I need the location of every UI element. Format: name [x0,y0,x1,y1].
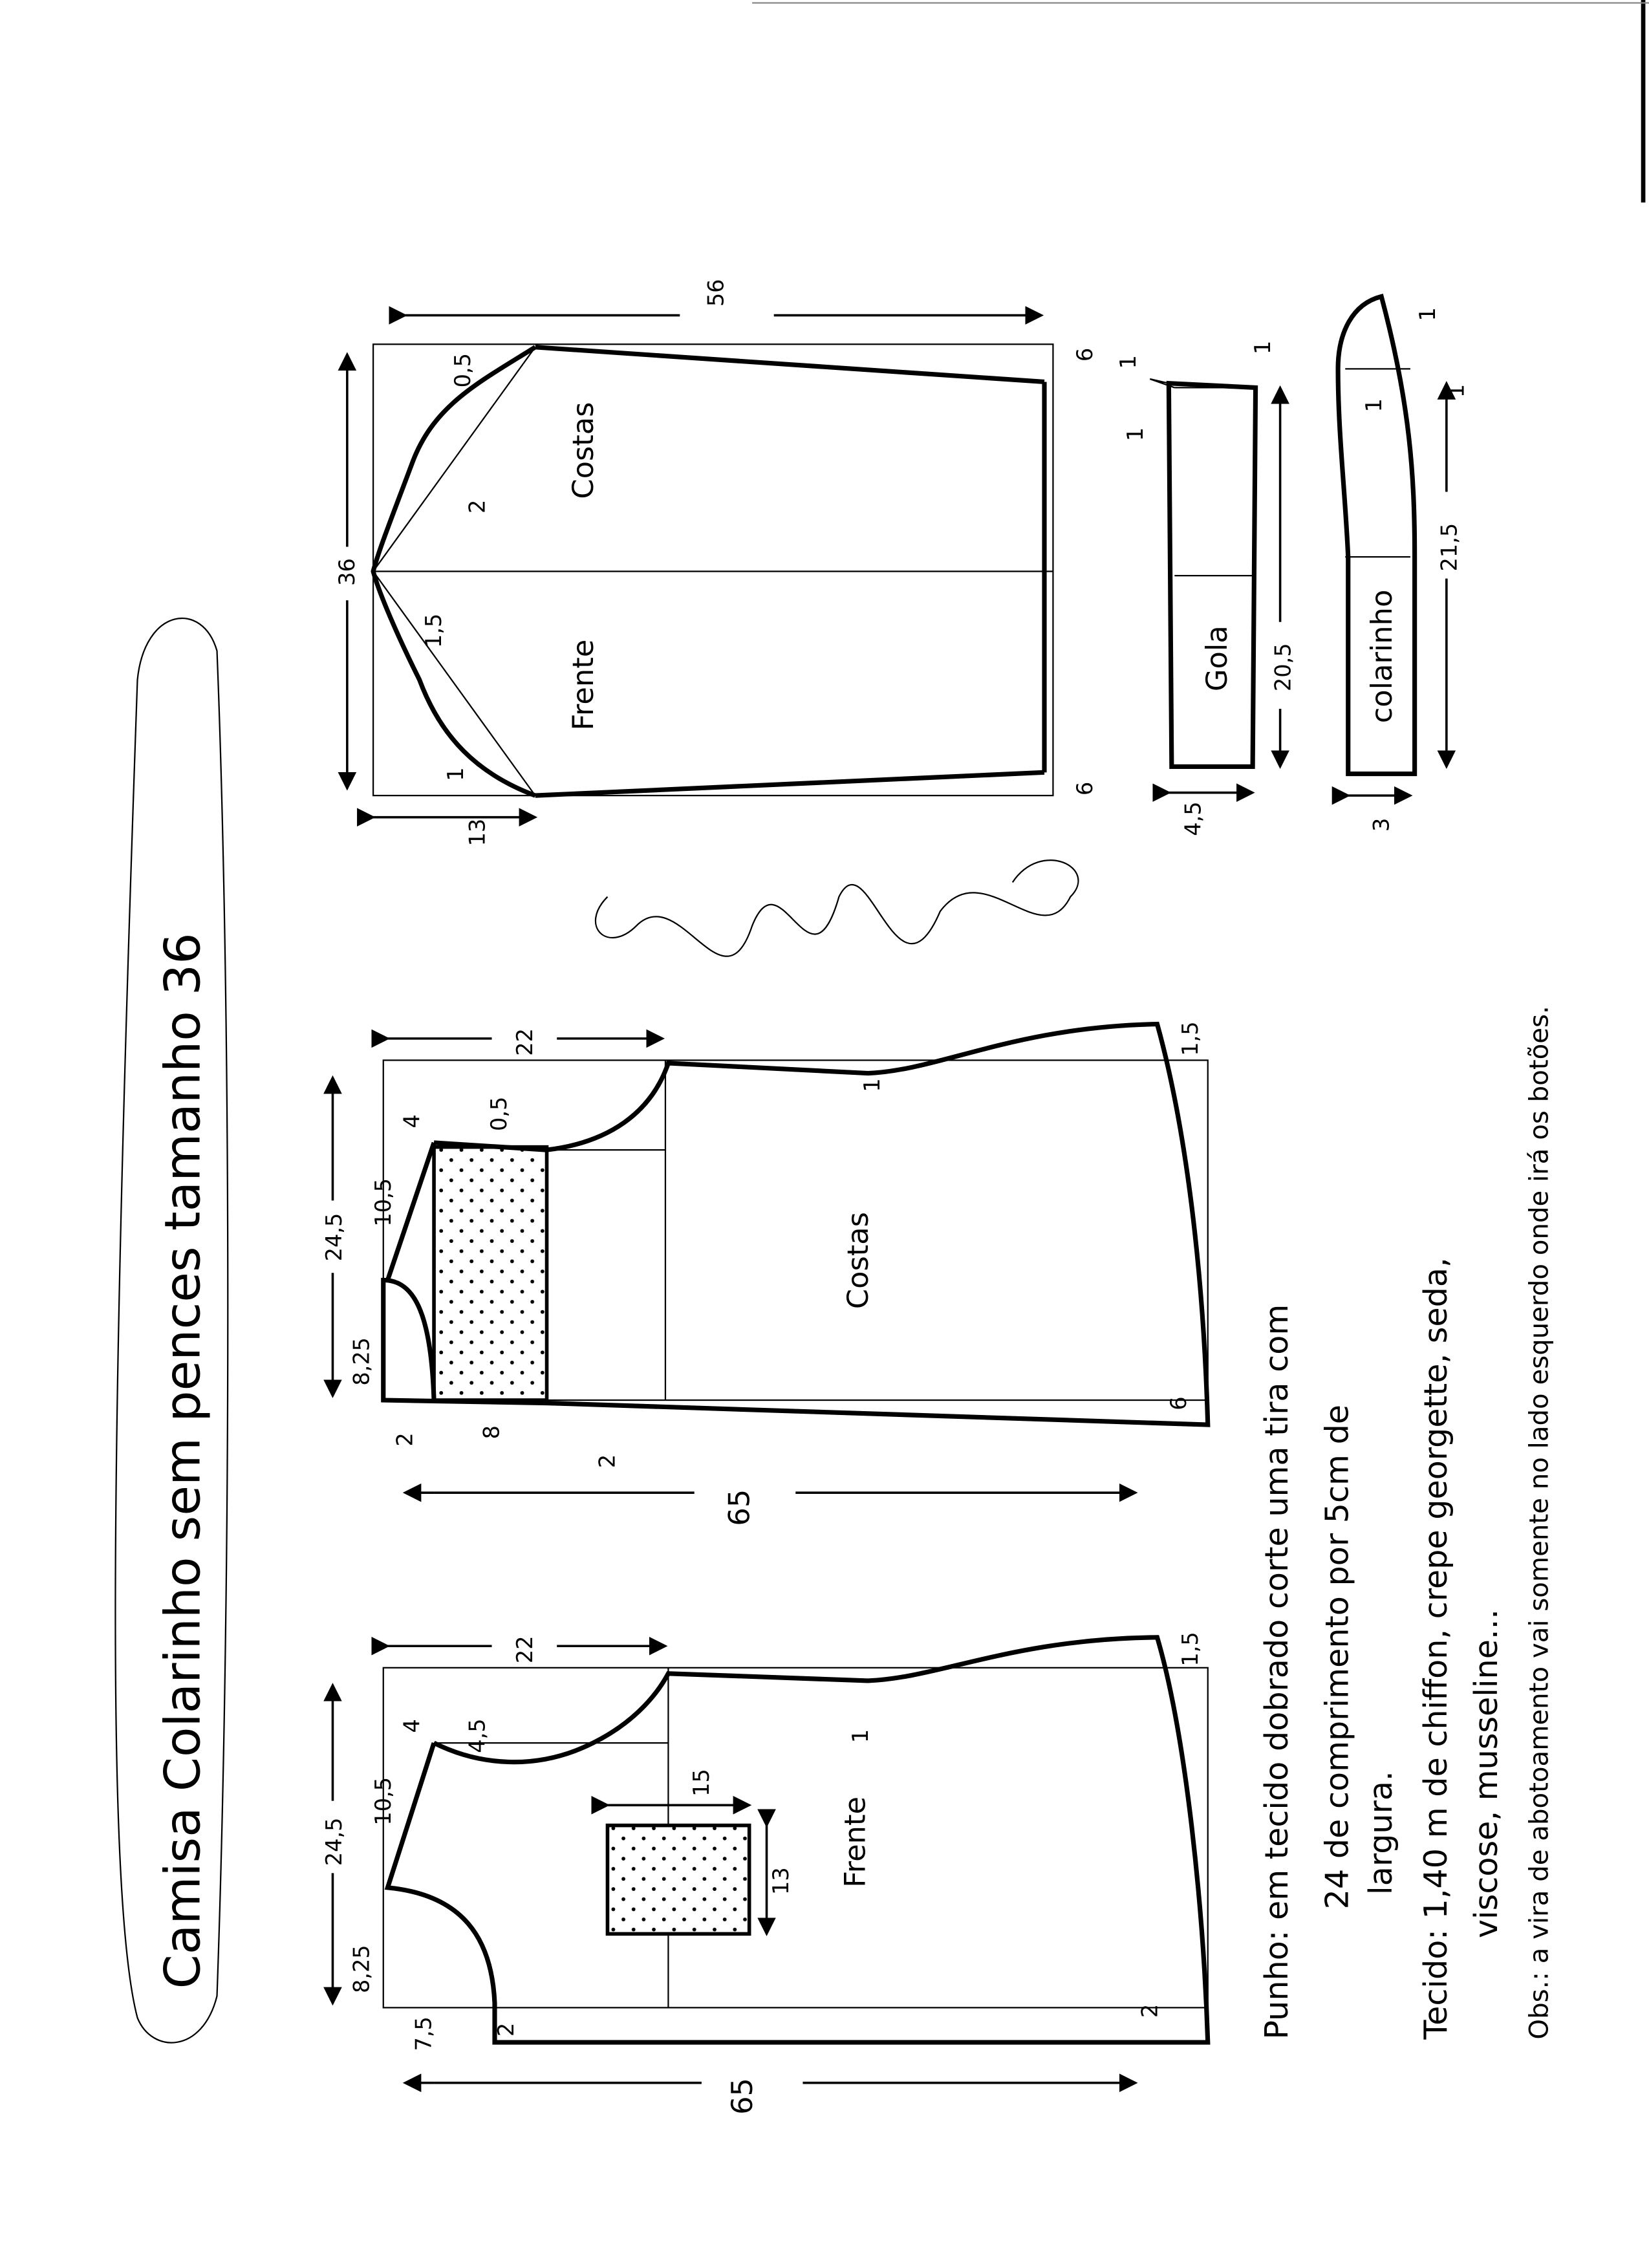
sleeve-dim-6-bottom: 6 [1072,782,1097,795]
front-dim-825: 8,25 [349,1945,374,1993]
notes-block: Punho: em tecido dobrado corte uma tira … [1258,1006,1555,2040]
back-label: Costas [841,1212,875,1309]
collar-length-dim: 21,5 [1436,523,1461,572]
sleeve-width-dim: 56 [703,279,728,307]
front-dim-2a: 2 [493,2023,519,2036]
pocket-width-dim: 15 [689,1769,714,1797]
collar-stand-height-dim: 4,5 [1181,801,1206,836]
sleeve-dim-6-top: 6 [1072,348,1097,362]
title-banner: Camisa Colarinho sem pences tamanho 36 [114,617,229,2044]
sleeve-cap-height-dim: 36 [334,558,360,586]
collar-stand-piece: Gola 20,5 4,5 1 1 1 [1116,341,1295,836]
front-shoulder-dim: 22 [512,1636,537,1663]
front-dim-1: 1 [848,1729,873,1743]
front-label: Frente [838,1797,872,1888]
front-dim-4: 4 [400,1719,425,1733]
note-punho-line2: 24 de comprimento por 5cm de [1319,1405,1356,1909]
back-length-dim: 65 [722,1489,757,1526]
collar-dim-a: 1 [1415,307,1440,321]
back-dim-4: 4 [400,1114,425,1128]
note-tecido-line1: Tecido: 1,40 m de chiffon, crepe georget… [1417,1257,1454,2040]
front-dim-45: 4,5 [464,1718,490,1753]
collar-dim-c: 1 [1444,384,1469,398]
note-punho-line1: Punho: em tecido dobrado corte uma tira … [1258,1304,1295,2040]
sleeve-front-label: Frente [566,640,600,731]
collar-piece: colarinho 21,5 3 1 1 1 [1331,294,1469,832]
back-piece: Costas 22 24,5 4 0,5 10,5 8,25 2 8 2 1 1… [321,1021,1211,1526]
back-dim-1: 1 [859,1078,885,1092]
back-dim-6: 6 [1166,1396,1191,1410]
back-dim-825: 8,25 [349,1337,374,1386]
back-dim-8: 8 [479,1425,504,1439]
front-dim-75: 7,5 [411,2016,436,2051]
pocket [605,1823,751,1936]
sleeve-dim-15: 1,5 [421,614,446,648]
collar-stand-dim-c: 1 [1250,341,1275,354]
note-tecido-line2: viscose, musseline... [1467,1609,1505,1938]
back-dim-2a: 2 [392,1432,417,1446]
back-dim-15: 1,5 [1178,1021,1203,1055]
front-dim-105: 10,5 [371,1777,396,1826]
sleeve-piece: 56 36 13 6 6 0,5 2 1,5 1 Costas Frente [334,279,1097,846]
back-dim-05: 0,5 [486,1097,512,1131]
collar-dim-b: 1 [1361,398,1386,412]
note-punho-line3: largura. [1362,1771,1399,1895]
collar-height-dim: 3 [1368,818,1394,832]
front-dim-15: 1,5 [1178,1632,1203,1666]
sleeve-dim-1: 1 [443,767,468,781]
page-title: Camisa Colarinho sem pences tamanho 36 [154,933,211,1989]
front-length-dim: 65 [725,2078,759,2115]
sleeve-bottom-dim: 13 [464,819,490,847]
back-shoulder-dim: 22 [512,1028,537,1056]
back-dim-105: 10,5 [371,1178,396,1227]
front-piece: 15 13 Frente 22 24,5 4 4,5 10,5 8,25 7,5… [321,1632,1211,2115]
back-width-dim: 24,5 [321,1213,347,1262]
sleeve-dim-05: 0,5 [450,353,475,387]
front-dim-2b: 2 [1137,2004,1162,2018]
signature [594,859,1079,957]
collar-stand-dim-a: 1 [1116,355,1141,369]
front-width-dim: 24,5 [321,1818,347,1866]
sleeve-back-label: Costas [566,402,600,499]
collar-stand-length-dim: 20,5 [1270,643,1295,691]
collar-stand-label: Gola [1200,625,1234,691]
note-obs: Obs.: a vira de abotoamento vai somente … [1524,1006,1554,2039]
collar-stand-dim-b: 1 [1123,427,1148,441]
back-dim-2b: 2 [595,1454,620,1468]
sleeve-dim-2: 2 [464,500,490,513]
collar-label: colarinho [1364,590,1399,724]
pocket-height-dim: 13 [768,1867,793,1895]
